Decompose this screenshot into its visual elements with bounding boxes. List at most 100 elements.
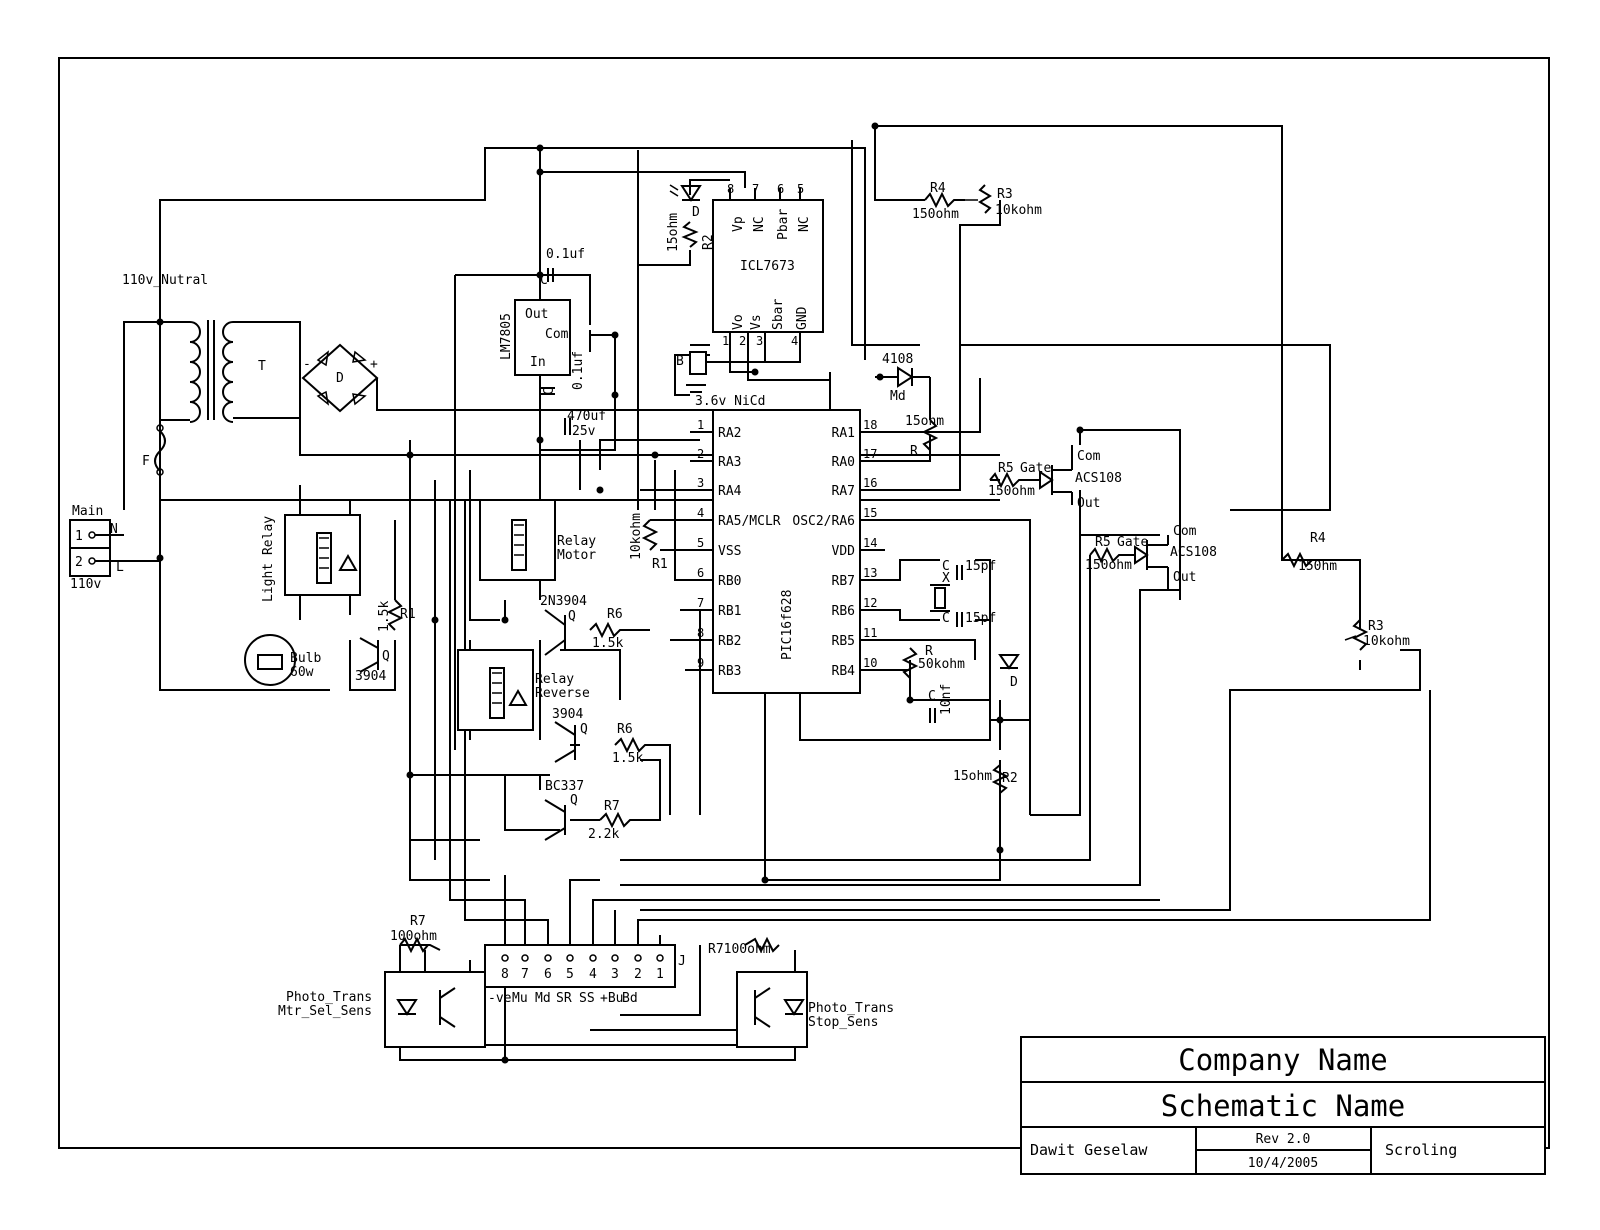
potentiometer-r3-top: R3 10kohm (965, 184, 1042, 218)
pic-left-pin-num: 9 (697, 656, 704, 670)
resistor-r6-b: R6 1.5k (612, 722, 655, 766)
pic-right-pin-label: RB4 (832, 664, 856, 679)
reg-out: Out (525, 307, 548, 322)
r4-right-name: R4 (1310, 531, 1326, 546)
title-block: Company Name Schematic Name Dawit Gesela… (1020, 1036, 1546, 1175)
pic-right-pin-label: OSC2/RA6 (792, 514, 855, 529)
connector-j-label: J (678, 954, 686, 969)
icl-nc2: NC (797, 216, 812, 232)
pic-right-pin-num: 15 (863, 506, 877, 520)
pic-left-pin-num: 2 (697, 447, 704, 461)
capacitor-10nf: C 10nf (928, 684, 954, 723)
pic-left-pins: 1RA22RA33RA44RA5/MCLR5VSS6RB07RB18RB29RB… (690, 418, 781, 679)
pic-right-pin-num: 12 (863, 596, 877, 610)
r6b-name: R6 (617, 722, 633, 737)
sheet-border (58, 57, 1550, 1149)
main-n: N (110, 522, 118, 537)
c10n-value: 10nf (939, 684, 954, 715)
capacitor-c3: 470uf 25v (564, 409, 606, 439)
diode-part: 4108 (882, 352, 913, 367)
connector-pin-num: 8 (501, 967, 509, 982)
neutral-label: 110v_Nutral (122, 273, 208, 288)
c10n-label: C (928, 689, 936, 704)
pic-right-pin-num: 16 (863, 476, 877, 490)
gate-a: Gate (1020, 461, 1051, 476)
r7c-label: R7100ohm (708, 942, 771, 957)
crystal: X (930, 571, 950, 612)
pic-left-pin-num: 6 (697, 566, 704, 580)
c3-voltage: 25v (572, 424, 596, 439)
t3904b-part: 3904 (552, 707, 583, 722)
main-voltage: 110v (70, 577, 101, 592)
main-connector: Main 1 2 N L 110v (69, 504, 160, 592)
icl-pin5: 5 (797, 182, 804, 196)
connector-pin-name: -ve (488, 991, 512, 1006)
pic-left-pin-label: RA3 (718, 455, 741, 470)
pic-left-pin-num: 4 (697, 506, 704, 520)
potentiometer-r1: 10kohm R1 (629, 513, 668, 572)
icl-pin3: 3 (756, 334, 763, 348)
c15b-label: C (942, 611, 950, 626)
r7a-name: R7 (604, 799, 620, 814)
schematic-name: Schematic Name (1161, 1089, 1405, 1123)
pic-right-pin-label: RA0 (832, 455, 855, 470)
transistor-3904-a: Q 3904 (355, 637, 390, 684)
regulator-lm7805: Out Com In LM7805 (499, 299, 571, 376)
com-a: Com (1077, 449, 1101, 464)
r6a-name: R6 (607, 607, 623, 622)
triac-acs108-a: R5 Gate 150ohm Com ACS108 Out (988, 445, 1122, 511)
connector-pin-num: 4 (589, 967, 597, 982)
r1-name: R1 (652, 557, 668, 572)
photo-trans-stop: R7100ohm Photo_Trans Stop_Sens (708, 936, 894, 1048)
r2-top-value: 15ohm (666, 213, 681, 252)
company-name: Company Name (1178, 1043, 1388, 1077)
bulb-watts: 60w (290, 665, 314, 680)
r6b-value: 1.5k (612, 751, 643, 766)
r1-left-value: 1.5k (377, 601, 392, 632)
reverse-relay-label2: Reverse (535, 686, 590, 701)
r15-value: 15ohm (905, 414, 944, 429)
connector-pin-num: 2 (634, 967, 642, 982)
pic-right-pin-label: RA7 (832, 484, 855, 499)
reverse-relay: Relay Reverse (457, 649, 590, 731)
connector-pin-name: Bd (622, 991, 638, 1006)
icl-sbar: Sbar (771, 299, 786, 330)
pic-left-pin-num: 7 (697, 596, 704, 610)
xtal-label: X (942, 571, 950, 586)
pic-left-pin-num: 3 (697, 476, 704, 490)
c2-label: C (542, 387, 557, 395)
connector-pin (521, 954, 529, 962)
com-b: Com (1173, 524, 1197, 539)
light-relay-label: Light Relay (261, 516, 276, 602)
connector-pin-name: Mu (512, 991, 528, 1006)
c1-value: 0.1uf (546, 247, 585, 262)
bridge-rectifier: D - + (301, 343, 379, 413)
diode-md: 4108 Md (875, 352, 930, 404)
reverse-relay-label: Relay (535, 672, 574, 687)
pic-left-pin-label: RA2 (718, 426, 741, 441)
resistor-r7-a: R7 2.2k (588, 799, 650, 842)
pic-left-pin-label: VSS (718, 544, 741, 559)
led-right: D (998, 654, 1020, 690)
bulb: Bulb 60w (244, 634, 321, 686)
r2-top-name: R2 (701, 234, 716, 250)
t3904a-q: Q (382, 649, 390, 664)
connector-pin (566, 954, 574, 962)
bc337-part: BC337 (545, 779, 584, 794)
pic-left-pin-label: RB3 (718, 664, 741, 679)
reg-in: In (530, 355, 546, 370)
pic-right-pin-label: VDD (832, 544, 856, 559)
t3904b-q: Q (580, 722, 588, 737)
diode-md-label: Md (890, 389, 906, 404)
transformer: T (189, 320, 266, 423)
resistor-r1-left: R1 1.5k (377, 599, 416, 632)
status-led: D (669, 184, 702, 220)
icl-pbar: Pbar (776, 209, 791, 240)
icl-name: ICL7673 (740, 259, 795, 274)
transistor-3904-b: 3904 Q (552, 707, 588, 763)
pic-left-pin-label: RB2 (718, 634, 741, 649)
pic-right-pin-label: RB5 (832, 634, 855, 649)
icl-pin6: 6 (777, 182, 784, 196)
